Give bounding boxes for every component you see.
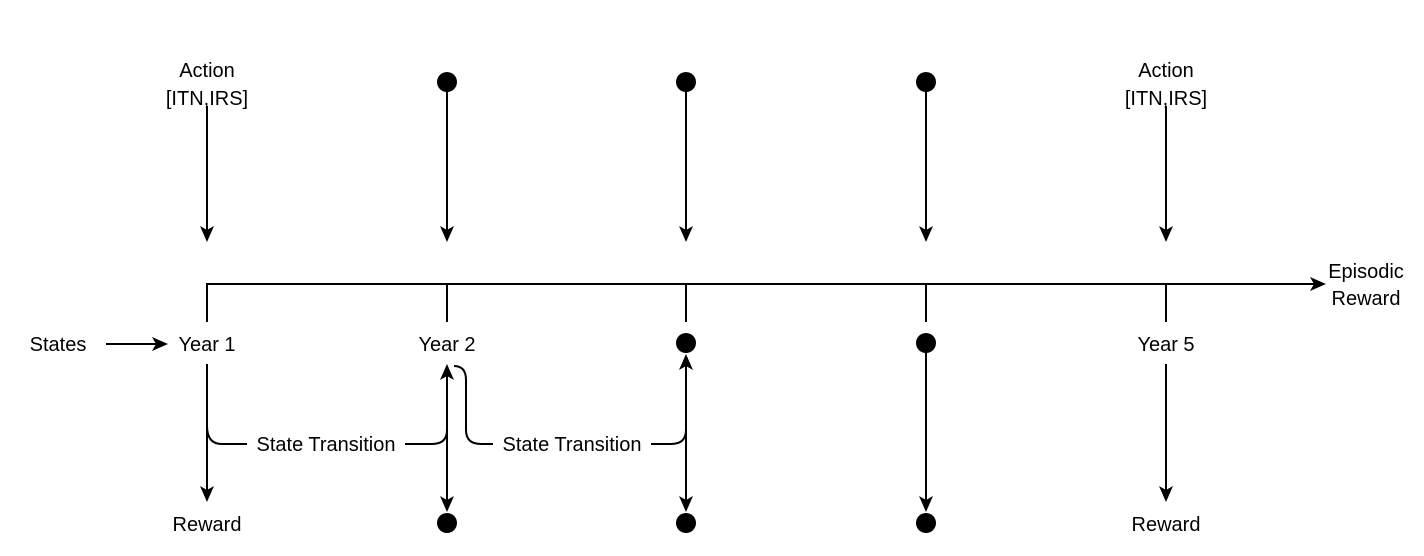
episodic-reward-line2: Reward [1332,288,1401,310]
reward-1-label: Reward [173,514,242,536]
action-2-arrowhead [440,226,454,242]
reward-4-arrowhead [919,496,933,512]
action-4-dot [916,72,936,92]
action-2 [437,72,457,242]
state-transition-1: State Transition [206,425,448,457]
action-1-line2: [ITN,IRS] [166,88,248,110]
reward-3-dot [676,513,696,533]
state-transition-2: State Transition [453,365,687,457]
action-1-arrowhead [200,226,214,242]
states-label: States [30,334,87,356]
action-5-line1: Action [1138,60,1194,82]
states-row: States Year 1 Year 2 Year 5 [30,333,1195,356]
state-2-up-arrowhead [440,364,454,380]
action-3-dot [676,72,696,92]
state-3-up-arrowhead [679,354,693,370]
timeline-line [206,283,1314,322]
reward-2-arrowhead [440,496,454,512]
reward-arrows [200,353,1173,512]
episodic-reward-label: Episodic Reward [1328,261,1404,310]
timeline-arrowhead [1310,277,1326,291]
reward-2-dot [437,513,457,533]
reward-5-label: Reward [1132,514,1201,536]
action-4-arrowhead [919,226,933,242]
action-5-arrowhead [1159,226,1173,242]
reward-1-arrowhead [200,486,214,502]
action-5-line2: [ITN,IRS] [1125,88,1207,110]
action-4 [916,72,936,242]
state-transition-2-label: State Transition [503,434,642,456]
state-year-5: Year 5 [1137,334,1194,356]
action-3-arrowhead [679,226,693,242]
action-1-line1: Action [179,60,235,82]
state-transition-1-label: State Transition [257,434,396,456]
episodic-timeline [206,277,1326,322]
episodic-reward-line1: Episodic [1328,261,1404,283]
state-3-dot [676,333,696,353]
rewards-row: Reward Reward [173,513,1201,536]
action-3 [676,72,696,242]
reward-4-dot [916,513,936,533]
reward-3-arrowhead [679,496,693,512]
state-transition-1-label-bg [247,431,405,457]
action-1: Action [ITN,IRS] [166,60,248,242]
states-arrowhead [152,337,168,351]
reward-5-arrowhead [1159,486,1173,502]
action-2-dot [437,72,457,92]
state-transition-2-path [453,365,687,445]
state-year-2: Year 2 [418,334,475,356]
state-year-1: Year 1 [178,334,235,356]
state-transition-2-label-bg [493,431,651,457]
action-5: Action [ITN,IRS] [1125,60,1207,242]
state-4-dot [916,333,936,353]
